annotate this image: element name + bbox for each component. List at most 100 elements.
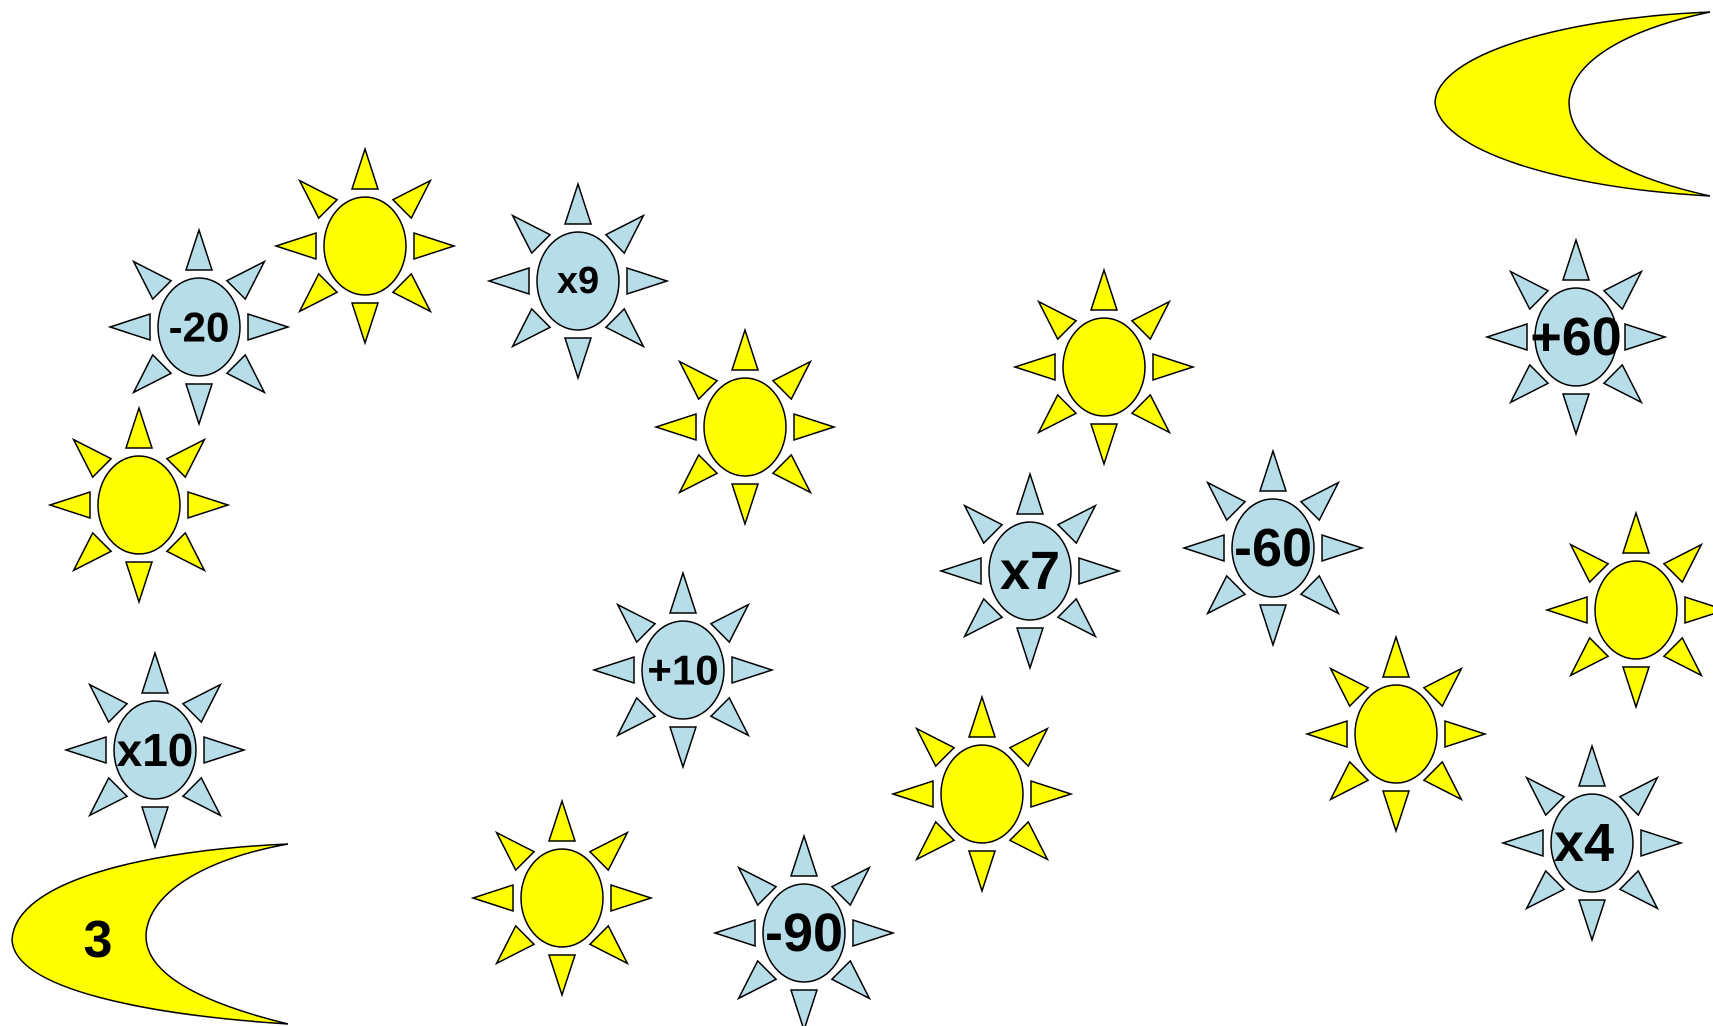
operation-sun: x9 [486,181,670,381]
sun-ray [350,146,380,190]
sun-body [1594,560,1678,660]
sun-ray [63,735,107,765]
sun-ray [1544,595,1588,625]
sun-ray [1524,775,1566,817]
sun-ray [350,302,380,346]
sun-ray [1299,574,1341,616]
sun-ray [1624,322,1668,352]
crescent-shape [11,843,289,1025]
sun-body [113,700,197,800]
sun-ray [71,531,113,573]
sun [890,694,1074,894]
sun-ray [588,924,630,966]
sun-ray [677,453,719,495]
sun-ray [547,954,577,998]
sun-ray [1684,595,1713,625]
sun-ray [1500,828,1544,858]
sun-ray [510,307,552,349]
sun-ray [140,806,170,850]
sun-ray [1328,760,1370,802]
sun-ray [789,989,819,1026]
operation-label: x7 [1000,541,1060,601]
sun-ray [297,272,339,314]
sun-ray [184,383,214,427]
sun-ray [736,865,778,907]
sun-body [97,455,181,555]
sun-ray [1015,627,1045,671]
sun-ray [668,726,698,770]
operation-sun: +60 [1484,237,1668,437]
sun-ray [1056,503,1098,545]
sun-ray [1524,869,1566,911]
sun-ray [967,850,997,894]
sun-ray [181,682,223,724]
sun-ray [1602,363,1644,405]
sun-ray [187,490,231,520]
sun-ray [510,213,552,255]
sun-ray [563,337,593,381]
sun-ray [1508,363,1550,405]
sun-ray [653,412,697,442]
sun-ray [830,865,872,907]
sun-ray [1205,480,1247,522]
sun-body [1354,684,1438,784]
sun-ray [1662,542,1704,584]
sun-ray [470,883,514,913]
sun-body [536,231,620,331]
sun-ray [615,696,657,738]
sun-ray [1422,666,1464,708]
sun-ray [730,327,760,371]
sun-ray [1089,267,1119,311]
sun-ray [610,883,654,913]
sun-ray [391,178,433,220]
sun-ray [297,178,339,220]
sun-ray [1130,299,1172,341]
sun-ray [87,776,129,818]
sun-ray [486,266,530,296]
sun-ray [668,570,698,614]
sun-ray [1328,666,1370,708]
operation-label: -90 [765,903,843,963]
finish-moon [1434,11,1711,197]
sun-ray [1568,542,1610,584]
sun-ray [914,820,956,862]
sun-ray [1621,666,1651,710]
sun-ray [1089,423,1119,467]
operation-label: x4 [1554,813,1614,873]
sun-ray [591,655,635,685]
sun-ray [914,726,956,768]
sun-ray [87,682,129,724]
sun-body [703,377,787,477]
sun-ray [1008,726,1050,768]
sun-ray [1015,471,1045,515]
sun-ray [225,259,267,301]
sun-ray [165,437,207,479]
sun-ray [1602,269,1644,311]
sun-ray [962,503,1004,545]
sun-body [157,277,241,377]
sun-ray [677,359,719,401]
sun-ray [1258,448,1288,492]
sun-ray [852,918,896,948]
sun-ray [1036,299,1078,341]
sun-ray [1078,556,1122,586]
sun-ray [71,437,113,479]
sun-ray [1577,743,1607,787]
sun [1304,634,1488,834]
sun-ray [1484,322,1528,352]
sun-ray [771,359,813,401]
sun-body [1550,793,1634,893]
sun-ray [107,312,151,342]
sun-ray [1508,269,1550,311]
sun-ray [709,696,751,738]
sun-body [988,521,1072,621]
operation-label: x9 [557,260,599,302]
sun-ray [391,272,433,314]
sun-ray [967,694,997,738]
sun-ray [1012,352,1056,382]
sun-ray [563,181,593,225]
sun [470,798,654,998]
sun-ray [1130,393,1172,435]
sun-ray [1030,779,1074,809]
